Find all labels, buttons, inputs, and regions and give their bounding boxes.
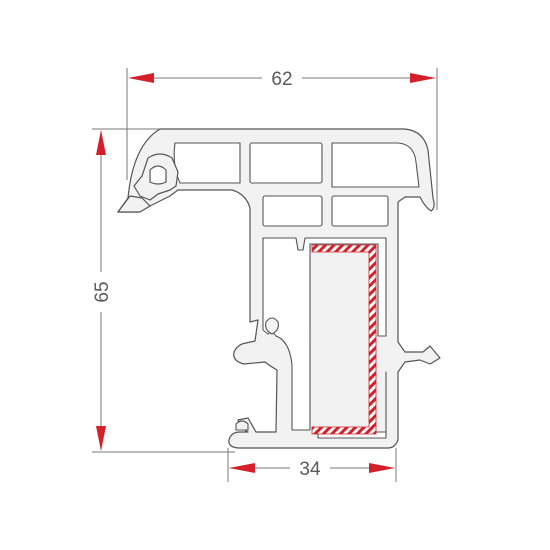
chamber-top-1 — [173, 142, 241, 184]
dimension-label-top: 62 — [271, 69, 292, 90]
gasket-seal — [117, 153, 179, 213]
chamber-top-2 — [249, 142, 323, 184]
arrowhead-down — [96, 426, 106, 451]
arrowhead-left — [229, 463, 255, 473]
dimension-label-bottom: 34 — [299, 459, 321, 480]
chamber-lower-right — [317, 371, 387, 439]
chamber-top-3 — [331, 142, 420, 188]
steel-reinforcement — [311, 244, 377, 435]
arrowhead-right — [369, 463, 395, 473]
clip-detail — [235, 317, 279, 431]
chamber-mid-2 — [331, 195, 389, 227]
chamber-mid-1 — [262, 195, 323, 227]
extension-lines — [92, 68, 438, 482]
arrowhead-left — [128, 73, 154, 83]
arrowhead-right — [410, 73, 436, 83]
profile-chambers — [173, 142, 420, 439]
dimension-bottom: 34 — [229, 459, 395, 480]
dimension-top: 62 — [128, 69, 436, 90]
dimension-left: 65 — [92, 130, 113, 451]
dimension-label-left: 65 — [92, 281, 113, 302]
arrowhead-up — [96, 130, 106, 155]
